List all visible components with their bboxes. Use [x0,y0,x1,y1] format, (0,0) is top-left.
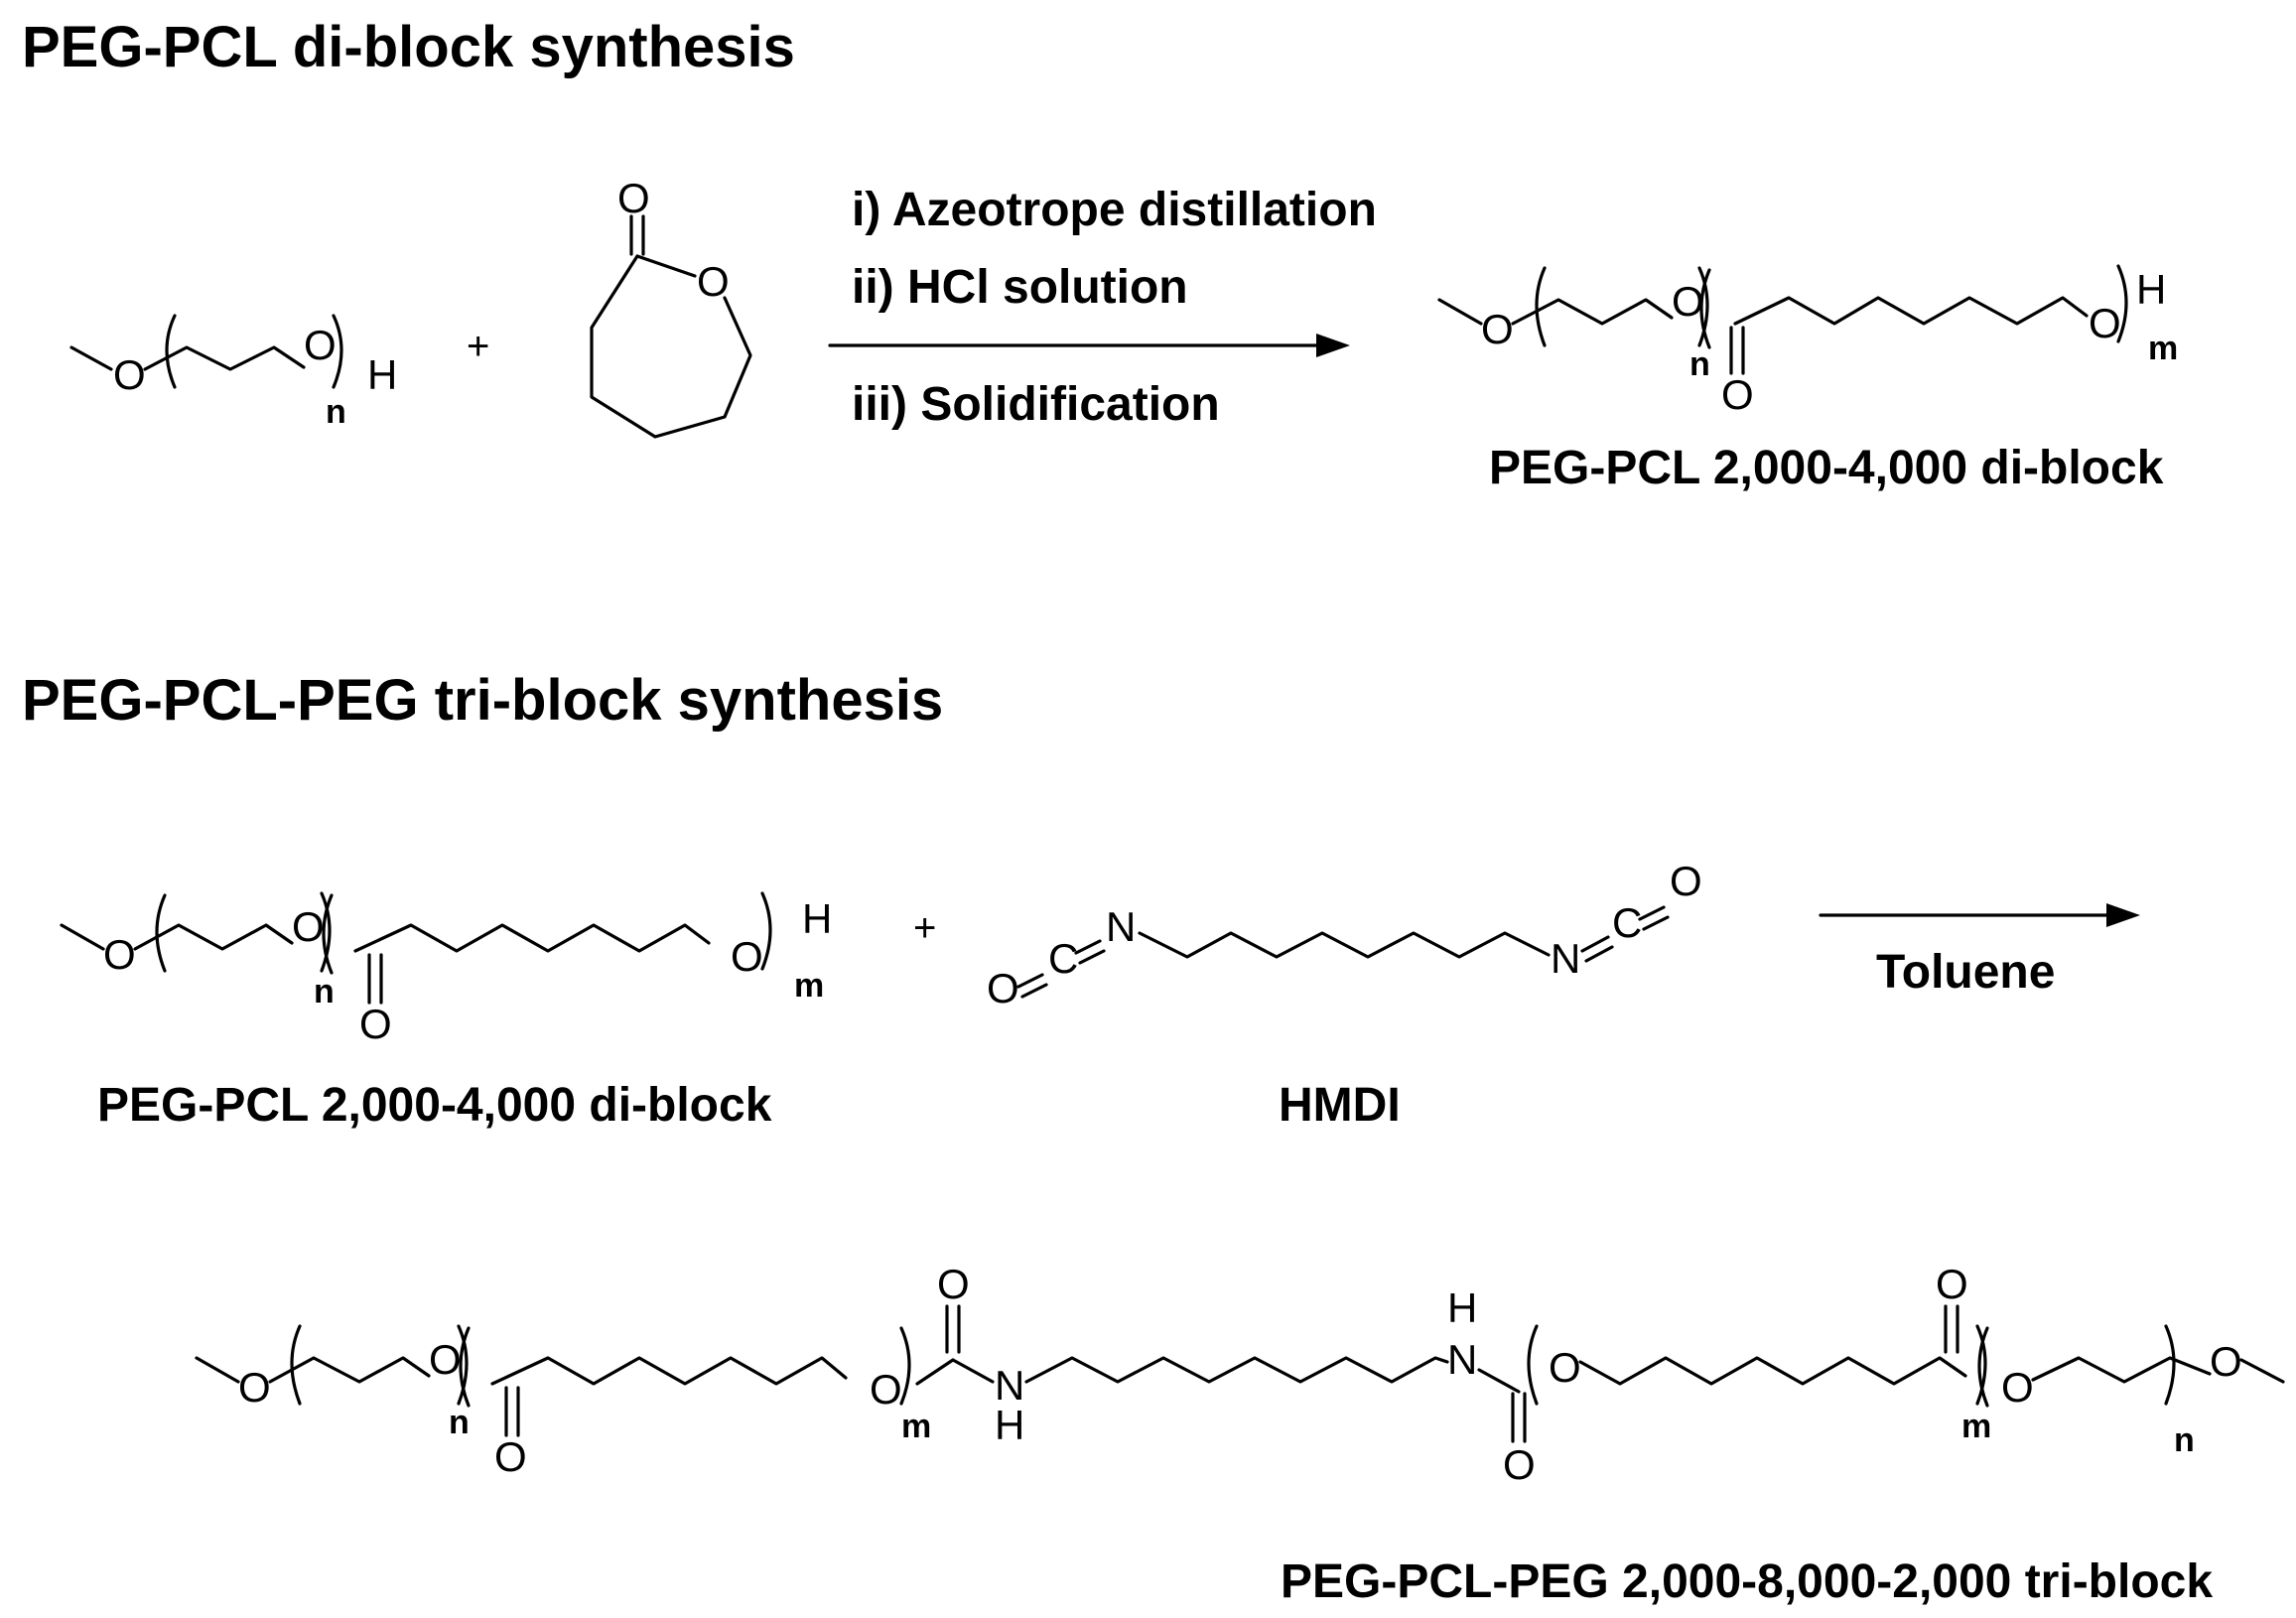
atom-o: O [987,965,1019,1011]
subscript-n: n [1689,345,1710,383]
atom-o: O [1672,278,1704,325]
reaction-arrow-2 [1819,903,2140,927]
atom-n: N [1551,935,1580,982]
atom-o: O [1481,306,1514,352]
condition-3: iii) Solidification [852,378,1220,431]
atom-o: O [937,1261,970,1307]
hmdi-label: HMDI [1279,1079,1401,1132]
atom-n: N [995,1362,1024,1409]
atom-o: O [359,1001,392,1047]
atom-o: O [2210,1338,2242,1385]
atom-o: O [2001,1364,2034,1411]
atom-o: O [1936,1261,1968,1307]
atom-h: H [1447,1284,1477,1331]
reaction-arrow-1 [828,334,1350,357]
subscript-n: n [326,393,346,431]
plus-sign: + [467,325,489,368]
caprolactone-structure: O O [590,175,752,439]
atom-o: O [2089,300,2121,346]
subscript-n: n [314,973,335,1011]
toluene-condition: Toluene [1876,946,2056,999]
section1-title: PEG-PCL di-block synthesis [22,15,795,79]
subscript-m: m [2148,330,2178,367]
diblock-product-structure: O O n O O H m [1437,264,2178,418]
hmdi-structure: O C N N C O [987,858,1702,1011]
atom-o: O [1670,858,1702,904]
subscript-n: n [449,1404,470,1441]
condition-1: i) Azeotrope distillation [852,184,1377,236]
condition-2: ii) HCl solution [852,261,1188,314]
atom-o: O [113,351,146,398]
atom-h: H [367,351,397,398]
atom-o: O [617,175,650,221]
atom-h: H [995,1402,1024,1448]
atom-c: C [1612,899,1642,946]
atom-o: O [731,933,763,980]
atom-o: O [429,1336,462,1383]
mpeg-structure: O O H n [69,314,397,431]
atom-c: C [1048,935,1078,982]
atom-o: O [870,1366,902,1413]
plus-sign: + [913,906,936,950]
atom-o: O [1721,371,1754,418]
atom-o: O [238,1364,271,1411]
atom-o: O [1503,1441,1536,1488]
diblock-product-label: PEG-PCL 2,000-4,000 di-block [1489,442,2164,494]
subscript-m: m [901,1408,931,1445]
atom-o: O [103,931,136,978]
atom-h: H [802,895,832,942]
atom-h: H [2136,266,2166,313]
subscript-m: m [1961,1408,1991,1445]
section2-title: PEG-PCL-PEG tri-block synthesis [22,668,944,733]
atom-o: O [292,903,325,950]
atom-n: N [1447,1336,1477,1383]
subscript-m: m [794,967,824,1005]
triblock-product-structure: O O n O O m O N H N H [195,1261,2285,1488]
diblock-reactant-structure: O O n O O H m [60,891,832,1047]
atom-o: O [304,322,337,368]
triblock-product-label: PEG-PCL-PEG 2,000-8,000-2,000 tri-block [1281,1555,2214,1608]
atom-o: O [494,1433,527,1480]
atom-n: N [1106,903,1136,950]
diblock-reactant-label: PEG-PCL 2,000-4,000 di-block [97,1079,772,1132]
subscript-n: n [2174,1421,2195,1459]
atom-o: O [1549,1344,1581,1391]
